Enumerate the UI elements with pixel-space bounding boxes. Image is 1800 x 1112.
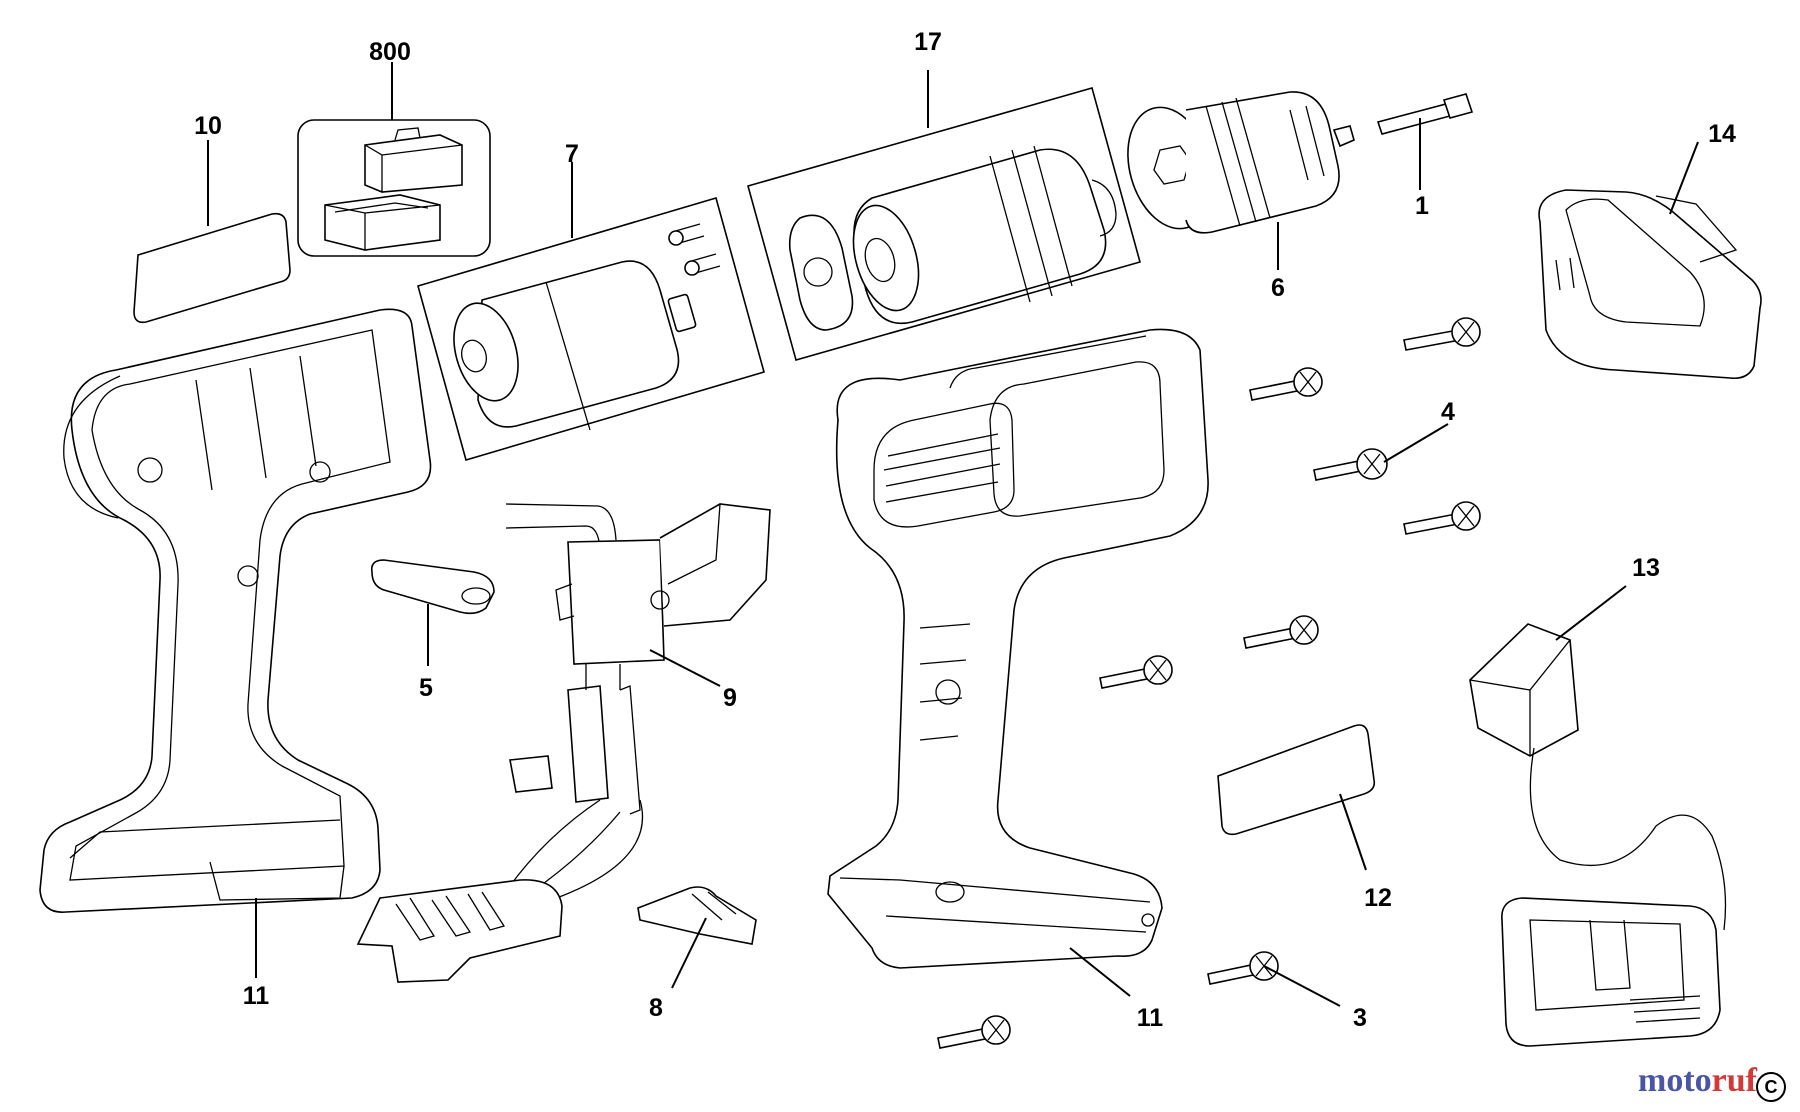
callout-10: 10 [194, 112, 222, 140]
part-14-battery [1538, 189, 1762, 380]
screw-set [937, 317, 1481, 1049]
part-7-motor [417, 197, 765, 461]
callout-13: 13 [1632, 554, 1660, 582]
callout-11-right: 11 [1137, 1004, 1164, 1032]
screw [1403, 501, 1481, 535]
screw [1313, 448, 1388, 481]
callout-8: 8 [649, 994, 663, 1022]
callout-9: 9 [723, 684, 737, 712]
part-9-switch [499, 503, 771, 911]
callout-6: 6 [1271, 274, 1285, 302]
screw [1403, 317, 1481, 351]
callout-12: 12 [1364, 884, 1392, 912]
part-17-gearbox [747, 87, 1141, 361]
part-5-bracket [370, 559, 495, 615]
callout-5: 5 [419, 674, 433, 702]
screw [1243, 615, 1319, 649]
right-housing-assembled [827, 328, 1209, 969]
part-6-chuck [1127, 91, 1355, 234]
part-12-label [1217, 724, 1376, 836]
callout-7: 7 [565, 140, 579, 168]
motoruf-watermark: motoruf [1638, 1062, 1757, 1100]
part-1-bit [1376, 93, 1474, 135]
screw [1249, 367, 1323, 401]
watermark-part-2: ruf [1711, 1062, 1757, 1099]
callout-14: 14 [1708, 120, 1736, 148]
part-13-charger [1469, 623, 1727, 1047]
part-8-lever [637, 886, 757, 945]
screw [937, 1015, 1011, 1049]
callout-3: 3 [1353, 1004, 1367, 1032]
screw [1099, 655, 1173, 689]
watermark-part-1: moto [1638, 1062, 1712, 1099]
callout-1: 1 [1415, 192, 1429, 220]
callout-4: 4 [1441, 398, 1455, 426]
part-10-label [133, 212, 291, 324]
left-housing-half [39, 308, 432, 913]
callout-11-left: 11 [243, 982, 270, 1010]
callout-800: 800 [369, 38, 411, 66]
terminal-block [356, 879, 563, 983]
callout-17: 17 [914, 28, 942, 56]
copyright-icon: C [1756, 1072, 1786, 1102]
part-800-carry-case [297, 119, 491, 257]
